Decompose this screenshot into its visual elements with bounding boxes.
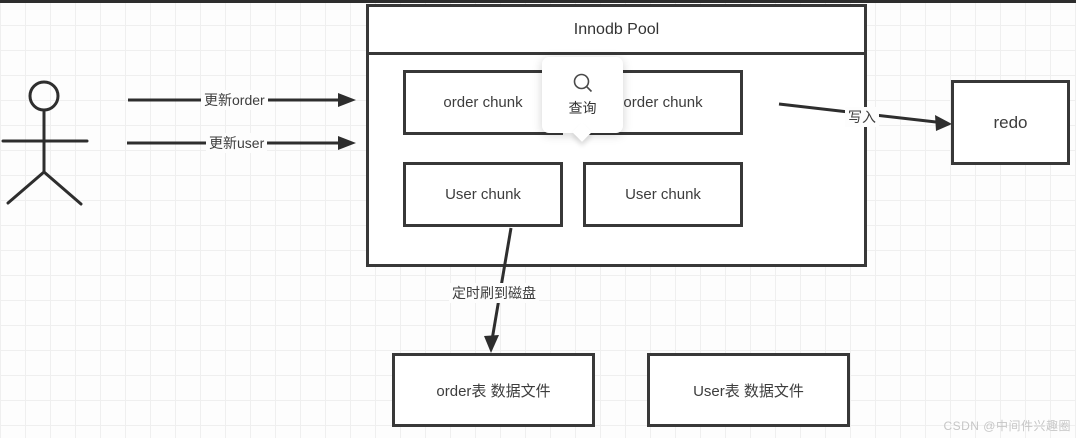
redo-log-box: redo [951, 80, 1070, 165]
actor-leg-right [42, 170, 83, 206]
magnifier-icon [573, 73, 592, 93]
csdn-watermark: CSDN @中间件兴趣圈 [943, 419, 1071, 433]
flush-disk-label: 定时刷到磁盘 [449, 283, 539, 303]
actor-leg-left [6, 170, 46, 205]
update-order-label: 更新order [201, 90, 268, 110]
query-tooltip-label: 查询 [568, 100, 597, 116]
user-chunk-label-1: User chunk [445, 186, 521, 203]
redo-label: redo [993, 112, 1028, 132]
write-label: 写入 [845, 107, 879, 127]
user-chunk-box-2: User chunk [583, 162, 743, 227]
top-border-line [0, 0, 1076, 3]
innodb-pool-title: Innodb Pool [369, 7, 864, 55]
user-chunk-label-2: User chunk [625, 186, 701, 203]
order-chunk-box-1: order chunk [403, 70, 563, 135]
user-table-datafile-label: User表 数据文件 [693, 382, 804, 400]
actor-stick-figure [1, 80, 89, 206]
innodb-pool-container: Innodb Pool [366, 4, 867, 267]
order-chunk-label-2: order chunk [623, 94, 703, 111]
update-user-label: 更新user [206, 133, 268, 153]
order-table-datafile-box: order表 数据文件 [392, 353, 595, 427]
order-table-datafile-label: order表 数据文件 [436, 382, 551, 400]
order-chunk-label-1: order chunk [443, 94, 523, 111]
query-tooltip: 查询 [542, 57, 623, 142]
user-table-datafile-box: User表 数据文件 [647, 353, 850, 427]
actor-head [28, 80, 60, 112]
user-chunk-box-1: User chunk [403, 162, 563, 227]
